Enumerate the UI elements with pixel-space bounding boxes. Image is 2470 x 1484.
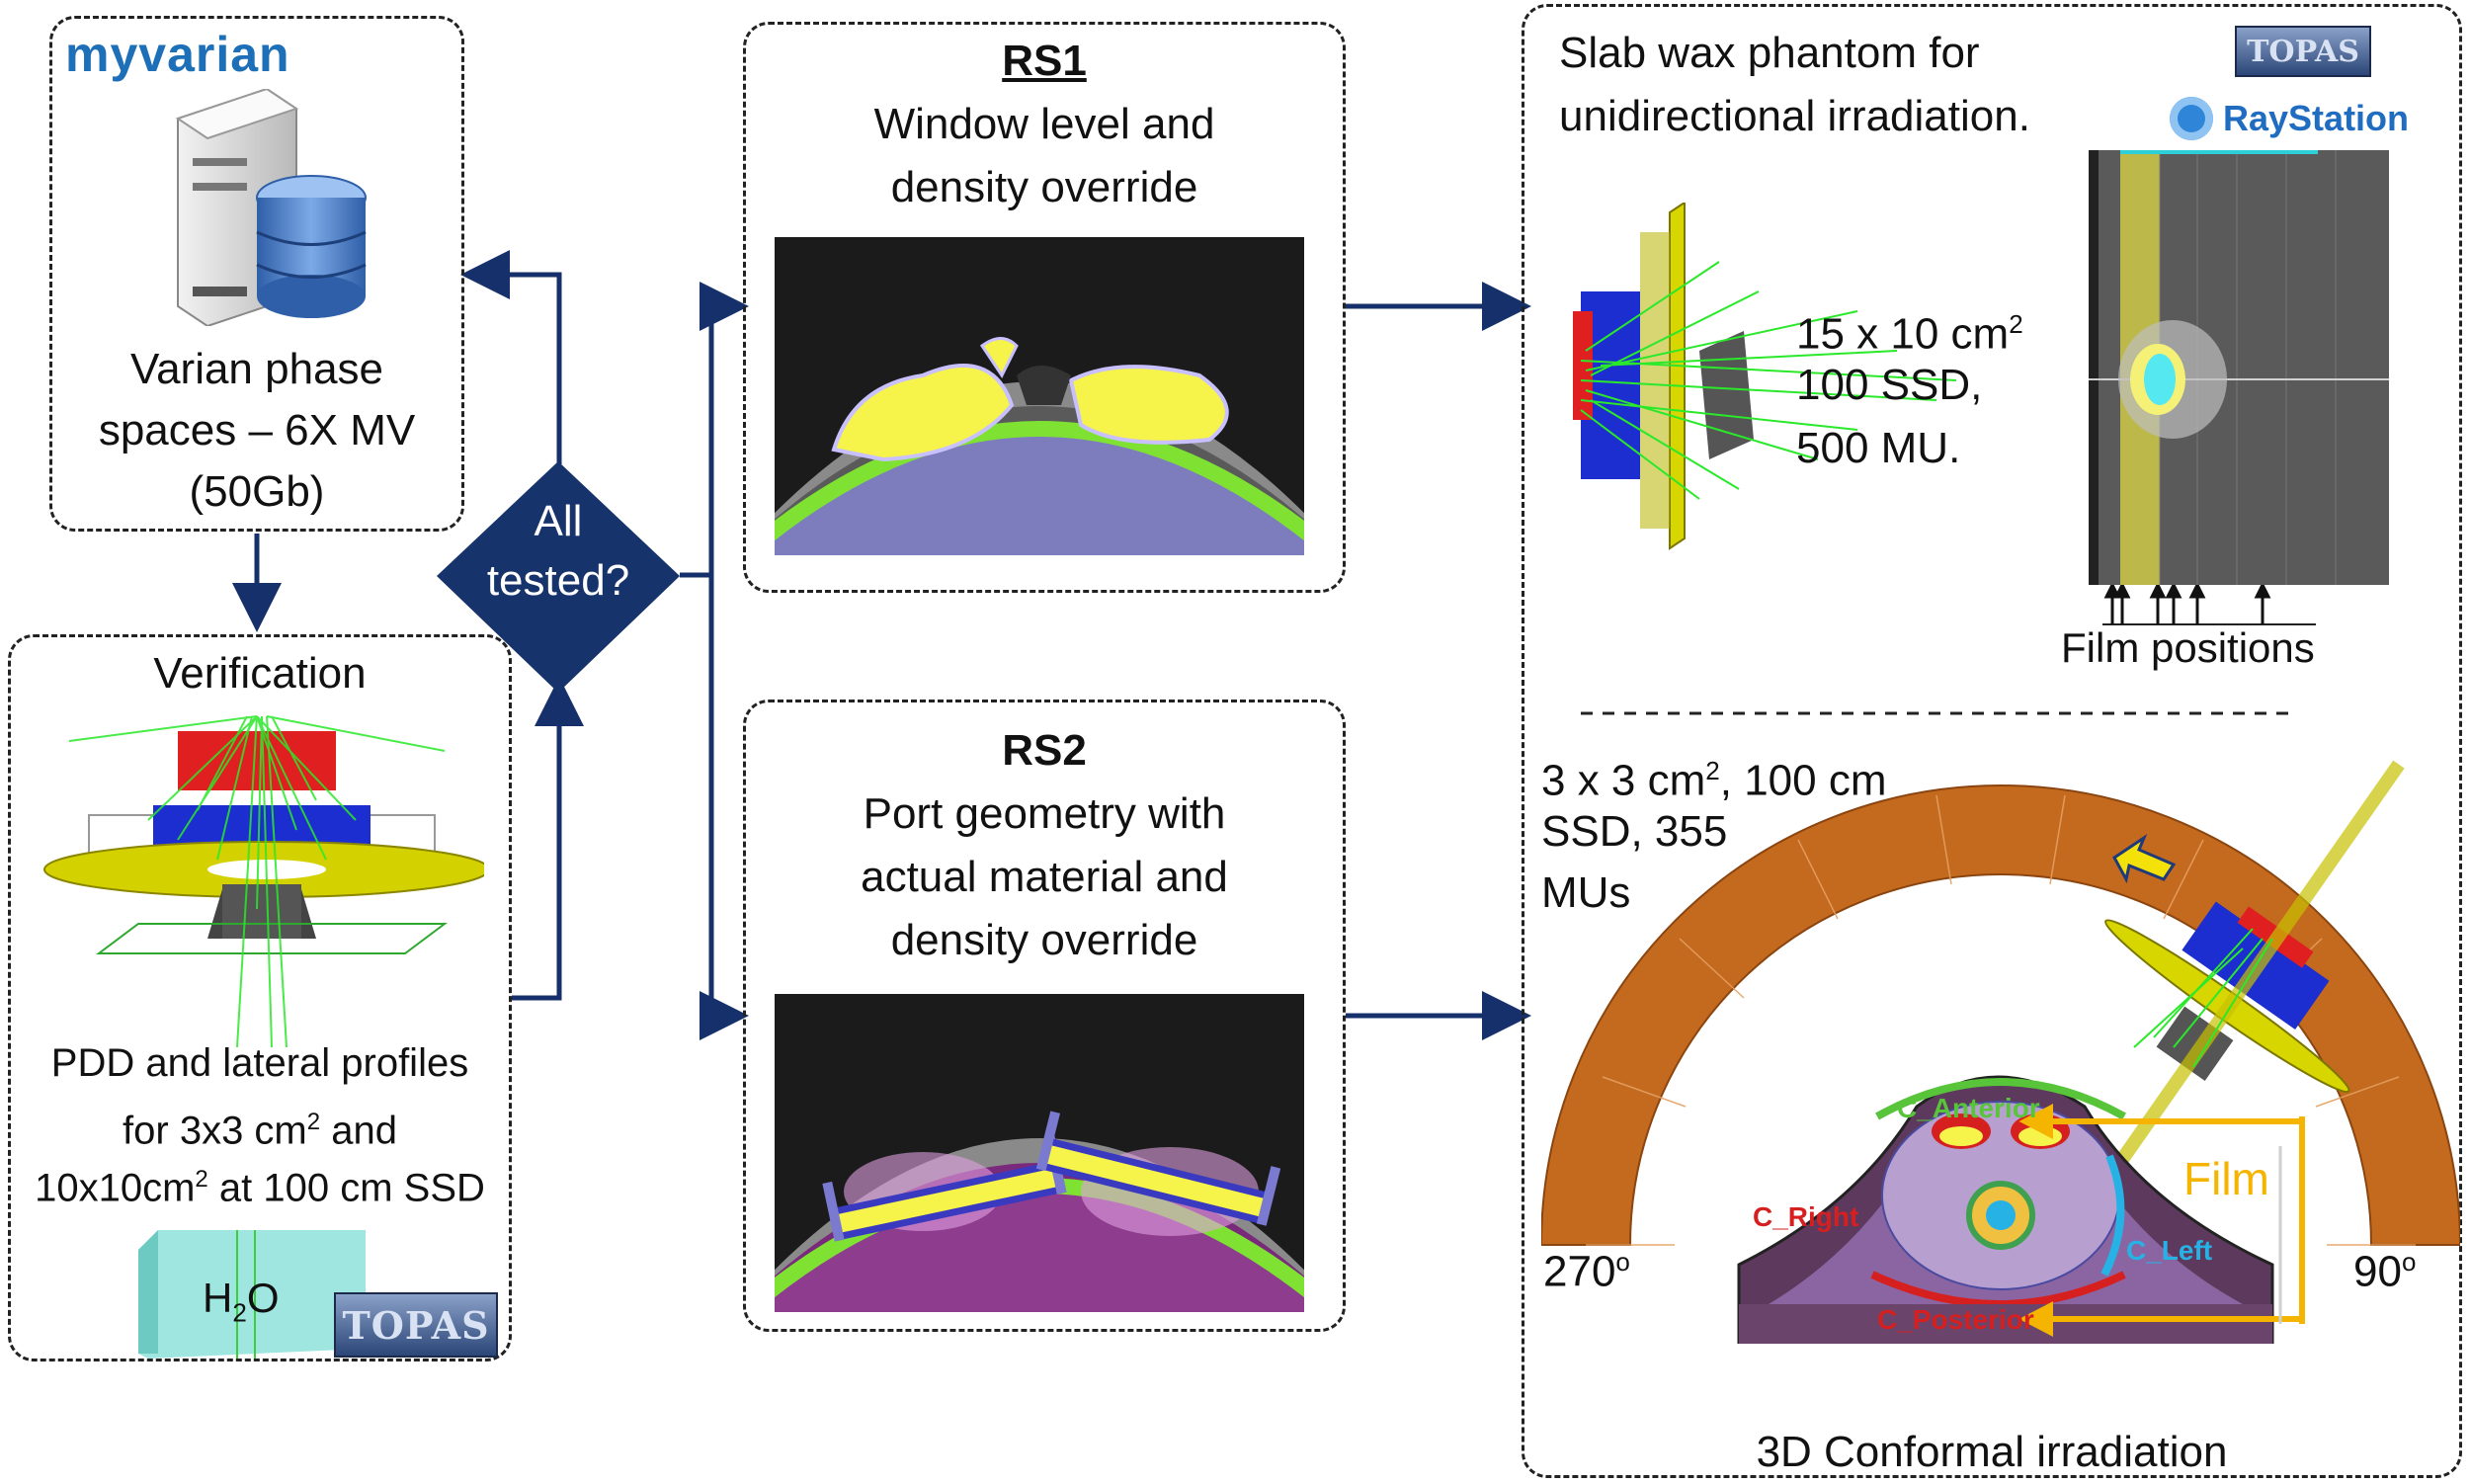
topas-logo-right: TOPAS [2235, 26, 2371, 77]
phase-space-label-3: (50Gb) [189, 467, 325, 516]
c-right-label: C_Right [1753, 1201, 1859, 1232]
validation-panel [1522, 4, 2462, 1478]
verification-desc-1: PDD and lateral profiles [50, 1041, 469, 1085]
verification-geometry-image [43, 715, 484, 1048]
water-phantom-cube [138, 1230, 366, 1359]
water-label-o: O [246, 1275, 280, 1321]
rs1-desc-1: Window level and [873, 100, 1215, 148]
verification-box [8, 634, 512, 1361]
slab-ssd: 100 SSD, [1796, 361, 1983, 409]
verification-desc-3-sup: 2 [195, 1166, 208, 1193]
slab-field-size-sup: 2 [2009, 309, 2023, 339]
raystation-logo: RayStation [2170, 91, 2409, 146]
angle-90-sup: o [2401, 1247, 2417, 1277]
topas-logo-verification: TOPAS [334, 1292, 498, 1358]
rs2-box [743, 700, 1346, 1332]
film-position-markers [2102, 585, 2316, 625]
myvarian-logo-text: myvarian [65, 27, 290, 82]
rs2-desc-2: actual material and [861, 853, 1228, 901]
conformal-field-size: 3 x 3 cm2, 100 cm [1541, 741, 1887, 811]
topas-logo-right-text: TOPAS [2247, 34, 2359, 69]
angle-270-text: 270 [1543, 1247, 1616, 1296]
arrow-decision-to-rs1 [680, 282, 749, 578]
angle-270-sup: o [1615, 1247, 1630, 1277]
rs2-desc-3: density override [890, 916, 1198, 964]
topas-logo-verification-text: TOPAS [342, 1302, 490, 1348]
conformal-mus: MUs [1541, 868, 1631, 917]
rs2-title: RS2 [1002, 726, 1087, 775]
arrow-verification-to-decision [512, 677, 584, 1001]
verification-desc-2b: and [320, 1109, 397, 1153]
film-positions-label: Film positions [2061, 624, 2315, 671]
slab-dose-image [2089, 150, 2389, 585]
raystation-logo-icon [2170, 97, 2213, 140]
verification-desc-2-sup: 2 [306, 1109, 321, 1135]
rs2-ct-image [775, 994, 1304, 1312]
slab-field-size-text: 15 x 10 cm [1796, 309, 2010, 359]
water-label: H2O [203, 1275, 279, 1328]
phase-space-label-2: spaces – 6X MV [98, 406, 416, 454]
phase-space-box [49, 16, 464, 532]
conformal-title: 3D Conformal irradiation [1756, 1428, 2228, 1476]
film-label: Film [2183, 1153, 2269, 1204]
server-database-icon [175, 89, 367, 326]
panel-separator [1581, 711, 2292, 715]
verification-desc-2: for 3x3 cm2 and [8, 1095, 512, 1158]
conformal-field-b: , 100 cm [1719, 756, 1887, 805]
arrow-decision-to-rs2 [700, 575, 749, 1040]
slab-field-size: 15 x 10 cm2 [1796, 294, 2023, 365]
myvarian-logo: myvarian [65, 26, 332, 82]
verification-desc-2a: for 3x3 cm [123, 1109, 307, 1153]
conformal-field-sup: 2 [1705, 756, 1720, 785]
raystation-logo-text: RayStation [2223, 98, 2410, 138]
verification-desc-3: 10x10cm2 at 100 cm SSD [8, 1152, 512, 1215]
slab-geometry-image [1573, 203, 1957, 550]
conformal-field-a: 3 x 3 cm [1541, 756, 1706, 805]
decision-diamond [437, 461, 680, 693]
decision-label-2: tested? [486, 556, 630, 605]
water-label-sub: 2 [232, 1297, 247, 1328]
verification-desc-3b: at 100 cm SSD [207, 1166, 485, 1210]
phase-space-label-1: Varian phase [129, 345, 384, 393]
angle-90-text: 90 [2353, 1247, 2402, 1296]
decision-label-1: All [534, 497, 583, 545]
conformal-setup-image [1541, 760, 2460, 1344]
rs1-title: RS1 [1002, 37, 1087, 85]
rs1-box [743, 22, 1346, 593]
angle-90-label: 90o [2353, 1247, 2416, 1297]
slab-title-1: Slab wax phantom for [1559, 29, 1980, 77]
verification-title: Verification [153, 649, 367, 698]
c-left-label: C_Left [2126, 1235, 2213, 1266]
rs1-ct-image [775, 237, 1304, 555]
conformal-ssd: SSD, 355 [1541, 807, 1728, 856]
rs2-desc-1: Port geometry with [863, 789, 1226, 838]
slab-title-2: unidirectional irradiation. [1559, 92, 2030, 140]
arrow-decision-to-source [460, 250, 562, 464]
verification-desc-3a: 10x10cm [35, 1166, 196, 1210]
c-posterior-label: C_Posterior [1877, 1304, 2034, 1335]
slab-mu: 500 MU. [1796, 424, 1961, 472]
water-label-h: H [203, 1275, 233, 1321]
c-anterior-label: C_Anterior [1897, 1093, 2040, 1123]
rs1-desc-2: density override [890, 163, 1198, 211]
angle-270-label: 270o [1543, 1247, 1630, 1297]
